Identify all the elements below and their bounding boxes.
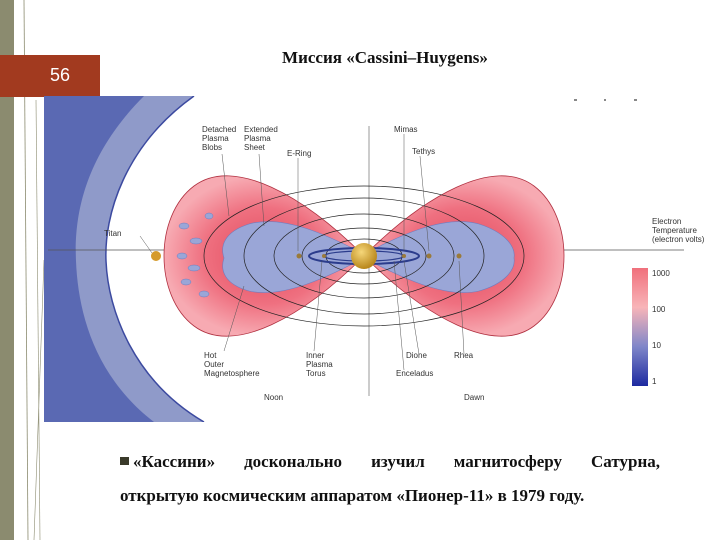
saturn-planet (351, 243, 377, 269)
caption-word-2: досконально (244, 452, 343, 471)
page-number: 56 (50, 65, 71, 85)
caption-word-5: Сатурна, (591, 452, 660, 471)
legend-tick-1000: 1000 (652, 269, 670, 278)
label-titan: Titan (104, 229, 122, 238)
label-dione: Dione (406, 351, 427, 360)
legend-tick-100: 100 (652, 305, 666, 314)
label-tethys: Tethys (412, 147, 435, 156)
caption-word-4: магнитосферу (453, 452, 563, 471)
caption-line-2: открытую космическим аппаратом «Пионер-1… (120, 486, 585, 505)
titan-moon (151, 251, 161, 261)
plasma-blobs (176, 212, 214, 298)
bullet-icon (120, 457, 129, 465)
caption-word-1: «Кассини» (120, 452, 215, 472)
label-rhea: Rhea (454, 351, 474, 360)
label-ering: E-Ring (287, 149, 311, 158)
left-decor-bar (0, 0, 14, 540)
label-enceladus: Enceladus (396, 369, 433, 378)
right-plasma-sheet (363, 221, 515, 293)
caption-word-3: изучил (371, 452, 425, 471)
caption: «Кассини» досконально изучил магнитосфер… (120, 452, 660, 506)
legend-tick-1: 1 (652, 377, 657, 386)
label-mimas: Mimas (394, 125, 418, 134)
caption-line-1: «Кассини» досконально изучил магнитосфер… (120, 452, 660, 472)
label-dawn: Dawn (464, 393, 484, 402)
page-number-tab (0, 55, 100, 97)
left-plasma-sheet (222, 221, 365, 293)
legend-tick-10: 10 (652, 341, 661, 350)
label-noon: Noon (264, 393, 283, 402)
legend-colorbar (632, 268, 648, 386)
slide-title: Миссия «Cassini–Huygens» (282, 48, 488, 67)
